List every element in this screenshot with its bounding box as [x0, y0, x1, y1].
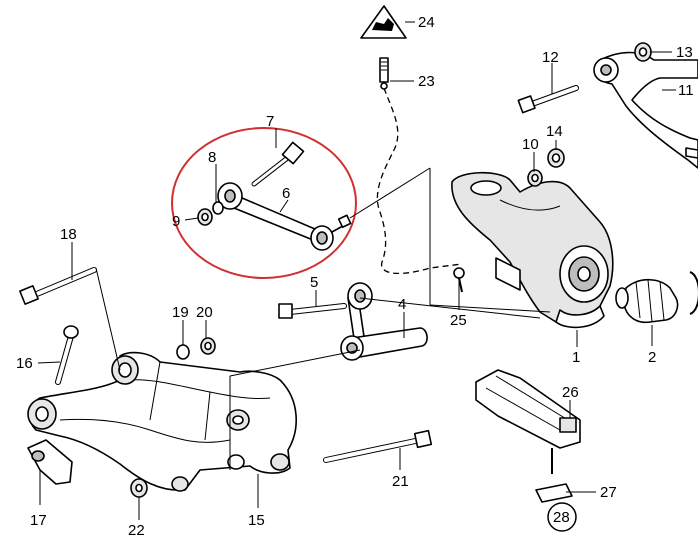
upper-control-arm-11 — [593, 51, 698, 169]
bolt-21 — [323, 429, 433, 463]
wheel-carrier-1 — [451, 171, 614, 329]
callout-25: 25 — [450, 312, 467, 329]
callout-8: 8 — [208, 149, 216, 166]
washer-19 — [176, 344, 190, 360]
callout-23: 23 — [418, 73, 435, 90]
drive-boot-2 — [615, 271, 698, 324]
leader-lines — [37, 21, 676, 520]
callout-14: 14 — [546, 123, 563, 140]
callout-15: 15 — [248, 512, 265, 529]
callout-13: 13 — [676, 44, 693, 61]
callout-2: 2 — [648, 349, 656, 366]
callout-18: 18 — [60, 226, 77, 243]
callout-28: 28 — [553, 509, 570, 526]
callout-17: 17 — [30, 512, 47, 529]
nut-14 — [547, 148, 565, 168]
assembly-guide-lines — [95, 167, 551, 470]
callout-19: 19 — [172, 304, 189, 321]
sensor-bracket-26 — [475, 369, 581, 474]
callout-20: 20 — [196, 304, 213, 321]
callout-24: 24 — [418, 14, 435, 31]
bolt-12 — [517, 85, 579, 114]
callout-10: 10 — [522, 136, 539, 153]
callout-21: 21 — [392, 473, 409, 490]
callout-4: 4 — [398, 296, 406, 313]
callout-28-circle — [547, 502, 577, 532]
hazard-triangle-icon — [360, 5, 407, 39]
callout-12: 12 — [542, 49, 559, 66]
callout-1: 1 — [572, 349, 580, 366]
speed-sensor-cable — [376, 57, 463, 275]
nut-20 — [200, 337, 216, 355]
washer-8 — [212, 201, 224, 215]
nut-9 — [197, 208, 213, 226]
callout-labels: 24 23 12 13 11 10 14 7 8 6 9 18 5 4 25 1… — [16, 14, 694, 536]
link-arm-4 — [340, 282, 428, 361]
callout-7: 7 — [266, 113, 274, 130]
callout-6: 6 — [282, 185, 290, 202]
callout-26: 26 — [562, 384, 579, 401]
nut-22 — [130, 478, 148, 498]
callout-5: 5 — [310, 274, 318, 291]
callout-9: 9 — [172, 213, 180, 230]
bolt-18 — [19, 267, 97, 305]
callout-11: 11 — [678, 82, 694, 99]
link-rod — [217, 182, 352, 251]
clip-27 — [535, 483, 573, 503]
bolt-5 — [278, 303, 347, 319]
callout-22: 22 — [128, 522, 145, 536]
callout-27: 27 — [600, 484, 617, 501]
bolt-7 — [251, 141, 305, 187]
highlight-circle — [171, 127, 357, 279]
callout-16: 16 — [16, 355, 33, 372]
nut-10 — [527, 169, 543, 187]
nut-13 — [634, 42, 652, 62]
bracket-17 — [27, 439, 73, 485]
bolt-16 — [55, 325, 79, 385]
